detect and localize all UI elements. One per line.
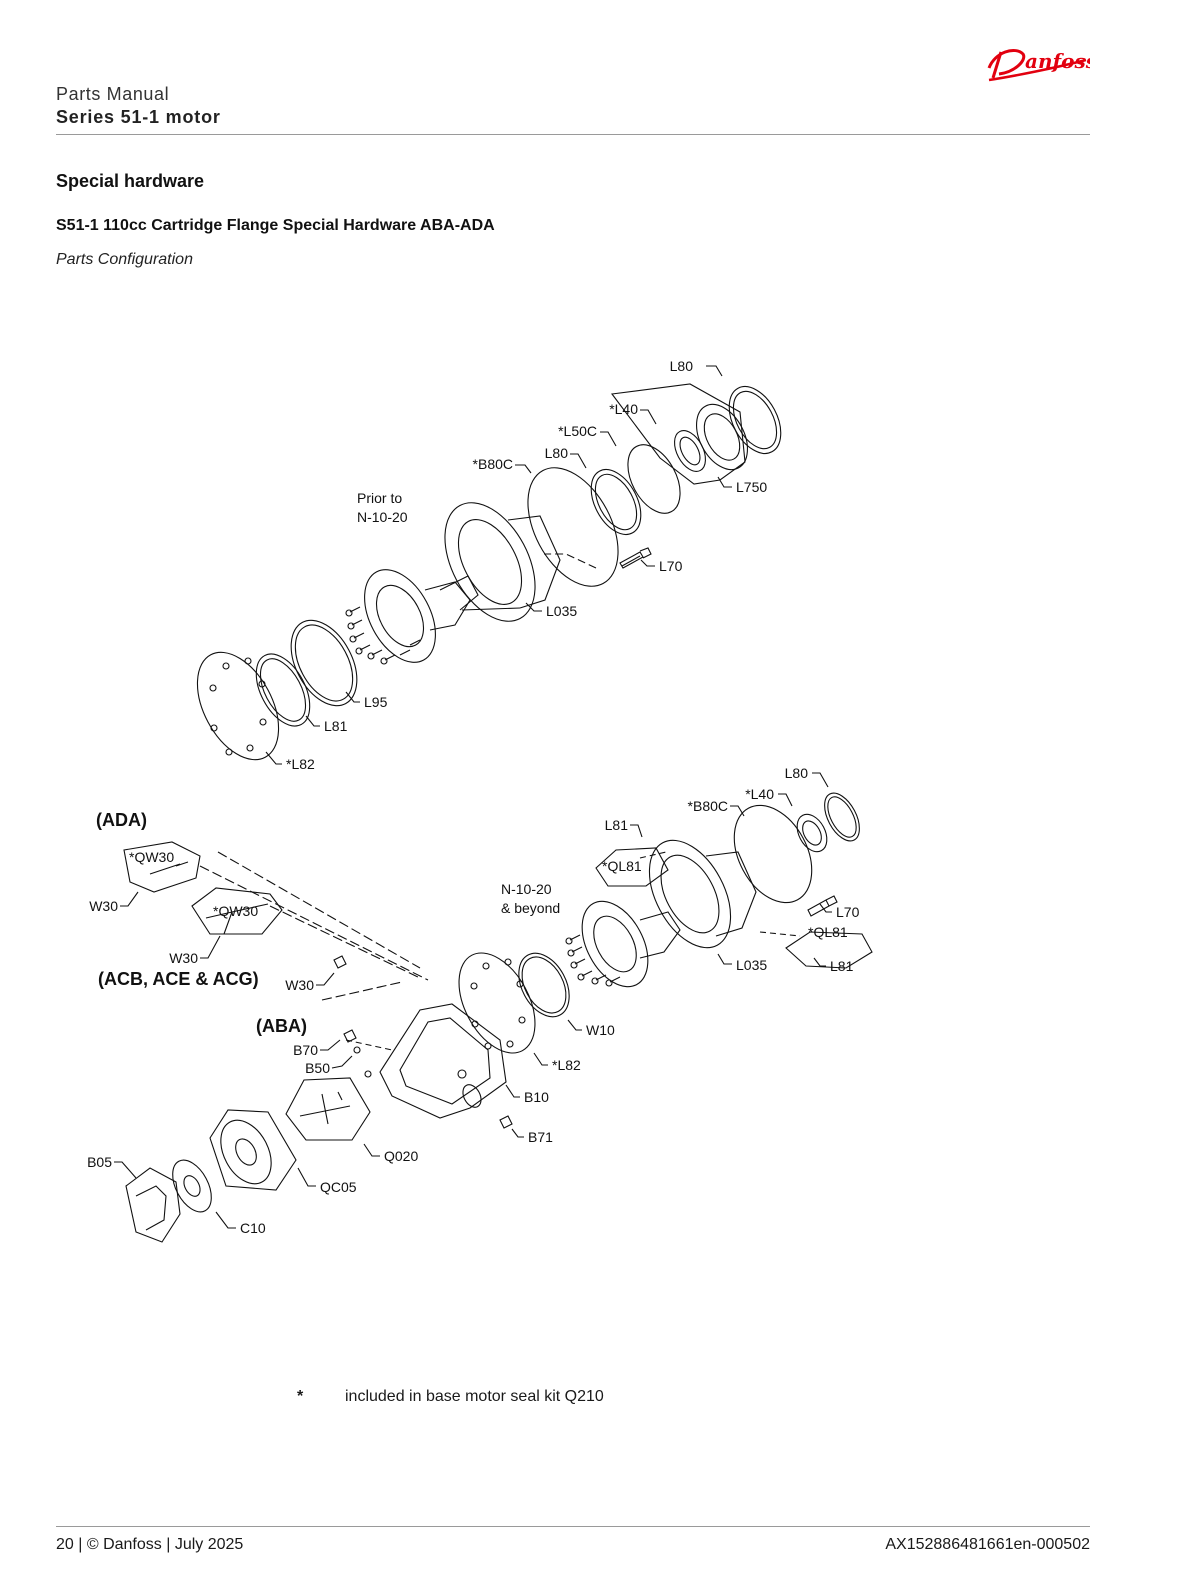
o-ring-l50c	[627, 444, 681, 514]
label-l750: L750	[736, 479, 767, 495]
kit-outline-ql81-b	[785, 931, 873, 969]
label-q020: Q020	[384, 1148, 418, 1164]
ball-b50	[353, 1046, 361, 1054]
svg-text:anfoss: anfoss	[1025, 49, 1090, 73]
housing-l035	[444, 502, 536, 622]
label-qc05: QC05	[320, 1179, 357, 1195]
label-l95: L95	[364, 694, 388, 710]
endcap-b05	[125, 1167, 181, 1243]
header-divider	[56, 134, 1090, 135]
gasket-l82-bottom	[458, 952, 536, 1054]
kit-outline-q020	[285, 1077, 371, 1141]
footnote-symbol: *	[297, 1388, 304, 1405]
seal-carrier-l750	[696, 403, 748, 471]
plug-b70	[343, 1029, 357, 1043]
label-b50: B50	[305, 1060, 330, 1076]
label-qw30-b: *QW30	[213, 903, 258, 919]
label-l40-bottom: *L40	[745, 786, 774, 802]
footer-page-info: 20 | © Danfoss | July 2025	[56, 1536, 244, 1553]
label-l70-top: L70	[659, 558, 683, 574]
label-c10: C10	[240, 1220, 266, 1236]
rotating-group-bottom	[581, 900, 649, 988]
footnote-text: included in base motor seal kit Q210	[345, 1388, 604, 1405]
label-w30-c: W30	[285, 977, 314, 993]
kit-outline-qw30-b	[191, 887, 283, 935]
shaft-seal-l40-bottom	[796, 813, 828, 853]
label-l81-bottom-a: L81	[605, 817, 629, 833]
label-l70-bottom: L70	[836, 904, 860, 920]
footer-doc-number: AX152886481661en-000502	[885, 1536, 1090, 1553]
kit-outline-l750	[610, 383, 746, 485]
label-l40-top: *L40	[609, 401, 638, 417]
label-l035-top: L035	[546, 603, 577, 619]
ring-l95	[290, 619, 358, 707]
main-housing-b10	[379, 1003, 507, 1119]
screw-l70	[619, 547, 652, 569]
label-l80-bottom: L80	[785, 765, 809, 781]
plug-w30	[333, 955, 347, 969]
footer-divider	[56, 1526, 1090, 1527]
gasket-l82	[196, 651, 280, 761]
sub-title: S51-1 110cc Cartridge Flange Special Har…	[56, 217, 495, 234]
label-l82-top: *L82	[286, 756, 315, 772]
beyond-note-line2: & beyond	[501, 900, 560, 916]
label-l81-bottom-b: L81	[830, 958, 854, 974]
plug-b71	[499, 1115, 513, 1129]
label-w30-b: W30	[169, 950, 198, 966]
label-b05: B05	[87, 1154, 112, 1170]
prior-note-line2: N-10-20	[357, 509, 408, 525]
label-b10: B10	[524, 1089, 549, 1105]
label-qw30-a: *QW30	[129, 849, 174, 865]
prior-note-line1: Prior to	[357, 490, 402, 506]
rotating-group	[364, 569, 436, 663]
label-w30-a: W30	[89, 898, 118, 914]
label-b70: B70	[293, 1042, 318, 1058]
leaders-top	[265, 365, 732, 765]
label-ql81-b: *QL81	[808, 924, 848, 940]
snap-ring-l80-bottom	[824, 792, 860, 842]
kit-outline-qc05	[209, 1109, 297, 1191]
doc-series: Series 51-1 motor	[56, 107, 221, 127]
danfoss-logo: anfoss	[987, 49, 1090, 82]
bolt-pattern-bottom	[565, 934, 621, 987]
group-label-acb: (ACB, ACE & ACG)	[98, 969, 259, 989]
kit-outline-ql81-a	[595, 847, 669, 887]
configuration-label: Parts Configuration	[56, 251, 193, 268]
label-l80-b: L80	[545, 445, 569, 461]
gasket-holes-top	[209, 657, 267, 756]
section-title: Special hardware	[56, 171, 205, 191]
gasket-b80c	[527, 467, 619, 587]
housing-l035-bottom	[648, 839, 732, 949]
label-w10: W10	[586, 1022, 615, 1038]
group-label-aba: (ABA)	[256, 1016, 307, 1036]
kit-outline-qw30-a	[123, 841, 201, 893]
snap-ring-l80	[728, 386, 782, 454]
leaders-bottom	[114, 772, 832, 1229]
doc-type: Parts Manual	[56, 84, 170, 104]
snap-ring-l80-b	[590, 469, 642, 535]
o-ring-w10	[518, 952, 570, 1018]
label-l50c: *L50C	[558, 423, 597, 439]
group-label-ada: (ADA)	[96, 810, 147, 830]
label-l035-bottom: L035	[736, 957, 767, 973]
beyond-note-line1: N-10-20	[501, 881, 552, 897]
screw-l70-bottom	[807, 895, 838, 917]
gasket-b80c-bottom	[733, 804, 813, 904]
snap-ring-l81	[255, 653, 311, 727]
label-l81-top: L81	[324, 718, 348, 734]
label-l82-bottom: *L82	[552, 1057, 581, 1073]
label-b80c-bottom: *B80C	[688, 798, 728, 814]
label-ql81-a: *QL81	[602, 858, 642, 874]
gasket-holes-bottom	[470, 958, 526, 1050]
plate-c10	[172, 1159, 212, 1213]
bolt-pattern-top	[345, 606, 421, 665]
label-b80c-top: *B80C	[473, 456, 513, 472]
label-b71: B71	[528, 1129, 553, 1145]
label-l80-top: L80	[670, 358, 694, 374]
